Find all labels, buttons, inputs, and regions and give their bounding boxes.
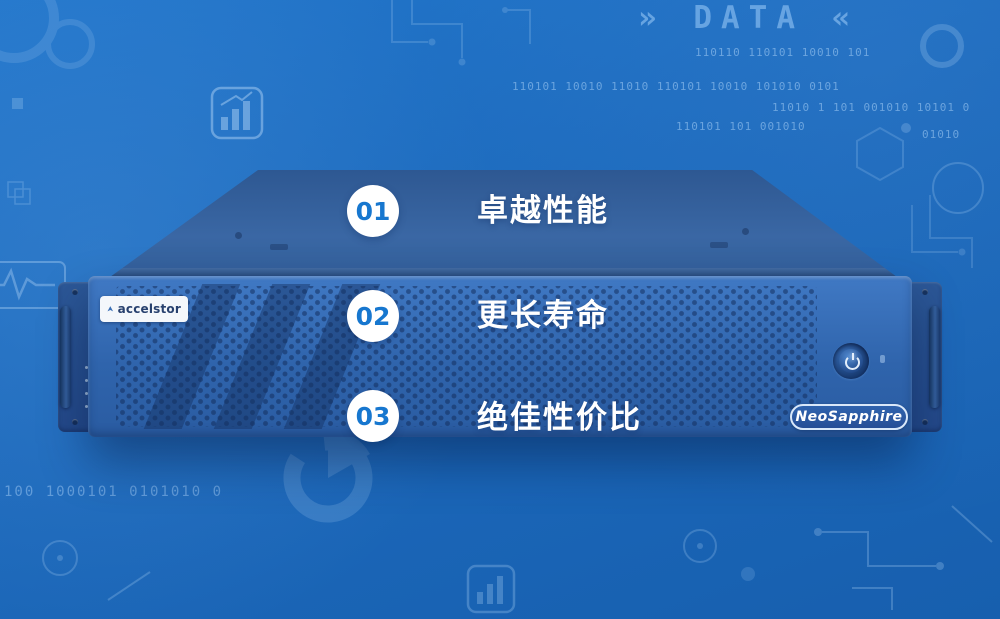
- led-icon: [85, 379, 88, 382]
- accelstor-logo-icon: [107, 306, 114, 312]
- feature-number-1: 01: [347, 185, 399, 237]
- brand-name: accelstor: [117, 302, 181, 316]
- feature-label-1: 卓越性能: [477, 193, 609, 229]
- binary-decor: 110110 110101 10010 101: [695, 46, 871, 59]
- power-icon: [845, 353, 860, 370]
- feature-label-2: 更长寿命: [477, 298, 609, 334]
- binary-decor: 01010: [922, 128, 961, 141]
- feature-label-3: 绝佳性价比: [477, 400, 642, 436]
- rack-handle-left: [60, 306, 71, 408]
- binary-decor: 110101 101 001010: [676, 120, 806, 133]
- perforated-grille: [116, 286, 817, 427]
- model-name: NeoSapphire: [795, 409, 903, 425]
- feature-number-2: 02: [347, 290, 399, 342]
- feature-number-3: 03: [347, 390, 399, 442]
- screw-icon: [72, 419, 78, 425]
- latch: [710, 242, 728, 248]
- binary-decor: 100 1000101 0101010 0: [4, 484, 224, 500]
- led-icon: [85, 405, 88, 408]
- rack-handle-right: [929, 306, 940, 408]
- power-indicator: [880, 355, 885, 363]
- screw-icon: [72, 289, 78, 295]
- screw-icon: [922, 419, 928, 425]
- brand-badge: accelstor: [100, 296, 188, 322]
- power-button: [833, 343, 869, 379]
- screw-icon: [922, 289, 928, 295]
- status-leds: [85, 366, 88, 408]
- server-top-cover: [110, 170, 897, 277]
- rack-ear-right: [908, 282, 942, 432]
- data-banner: » DATA «: [638, 0, 860, 36]
- model-badge: NeoSapphire: [790, 404, 908, 430]
- rack-ear-left: [58, 282, 92, 432]
- led-icon: [85, 366, 88, 369]
- screw-icon: [235, 232, 242, 239]
- screw-icon: [742, 228, 749, 235]
- latch: [270, 244, 288, 250]
- led-icon: [85, 392, 88, 395]
- binary-decor: 11010 1 101 001010 10101 0: [772, 101, 971, 114]
- server-front-panel: accelstor NeoSapphire: [88, 276, 912, 437]
- binary-decor: 110101 10010 11010 110101 10010 101010 0…: [512, 80, 840, 93]
